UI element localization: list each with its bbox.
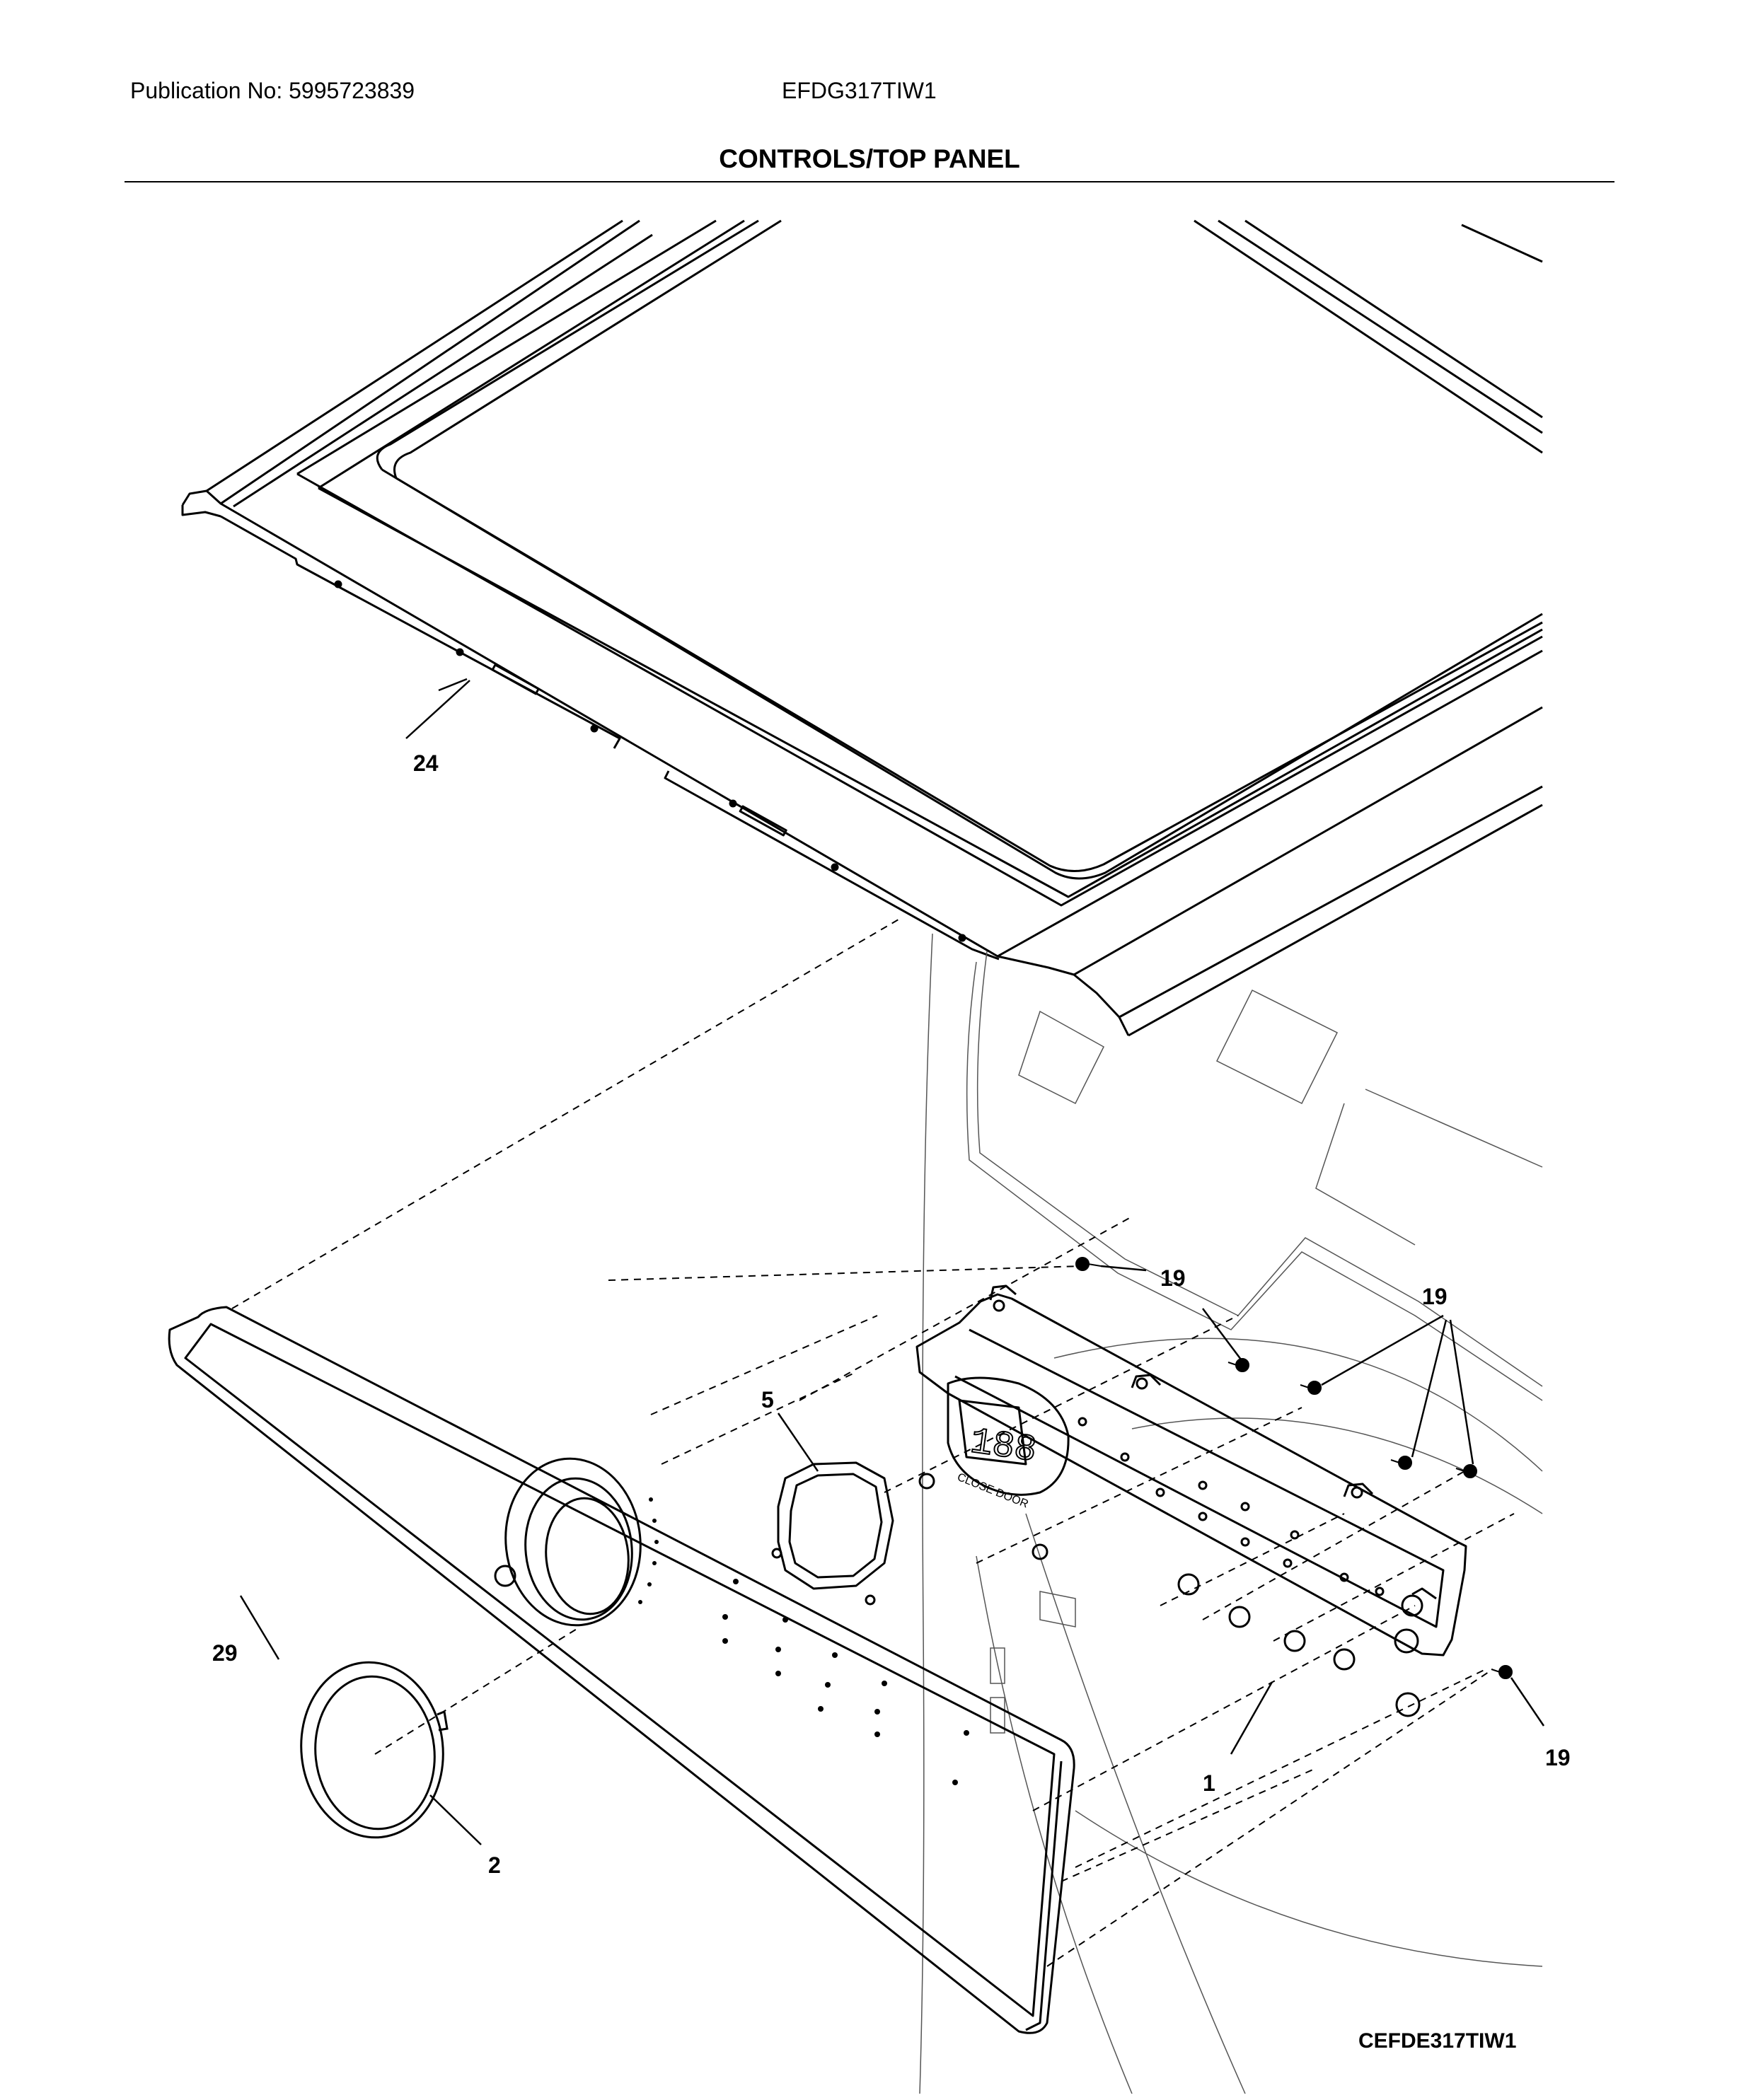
- control-panel: [168, 1306, 1075, 2034]
- callout-29: 29: [212, 1640, 238, 1666]
- callout-1: 1: [1203, 1770, 1215, 1796]
- assembly-lines: [231, 919, 1515, 1967]
- callout-19-top: 19: [1160, 1265, 1186, 1291]
- screw-icon: [1300, 1381, 1322, 1395]
- screw-icon: [1390, 1456, 1412, 1470]
- screw-icon: [1227, 1358, 1249, 1372]
- display-digits: 188: [968, 1421, 1039, 1471]
- knob-ring: [300, 1661, 449, 1839]
- indicator-lights: [638, 1497, 969, 1785]
- callout-2: 2: [488, 1852, 501, 1878]
- knob-seal: [771, 1461, 894, 1606]
- screw-icon: [1075, 1257, 1102, 1271]
- callout-24: 24: [413, 750, 439, 776]
- callouts: 24 19 19 19 5 29 2 1: [212, 750, 1571, 1878]
- display-window: 188 CLOSE DOOR: [956, 1420, 1040, 1511]
- control-board: [915, 1284, 1467, 1717]
- callout-5: 5: [761, 1387, 774, 1412]
- leader-lines: [239, 678, 1545, 1845]
- model-number: EFDG317TIW1: [782, 78, 937, 103]
- screw-icon: [1455, 1464, 1477, 1478]
- callout-19-right: 19: [1422, 1284, 1448, 1309]
- screw-icon: [1491, 1665, 1513, 1679]
- section-title: CONTROLS/TOP PANEL: [719, 144, 1020, 173]
- publication-number: Publication No: 5995723839: [130, 78, 415, 103]
- display-door-text: CLOSE DOOR: [956, 1471, 1030, 1511]
- screws: [1075, 1257, 1513, 1679]
- cabinet-outline: [919, 933, 1543, 2094]
- top-panel: [181, 219, 1543, 1037]
- diagram-code: CEFDE317TIW1: [1358, 2029, 1517, 2053]
- header-rule: [125, 181, 1614, 182]
- callout-19-bottom: 19: [1545, 1745, 1571, 1770]
